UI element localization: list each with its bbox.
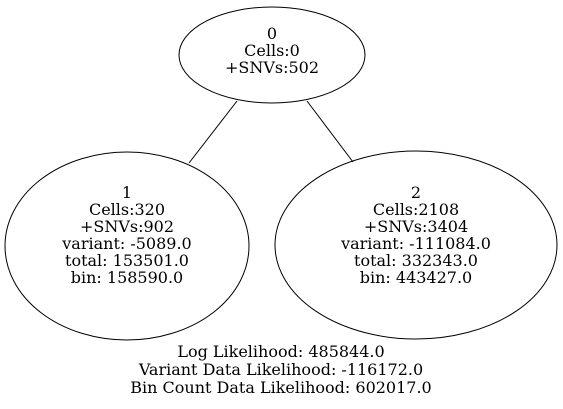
node-1-ellipse: [4, 151, 250, 341]
log-likelihood-text: Log Likelihood: 485844.0: [177, 342, 384, 361]
node-0-label: 0: [267, 24, 277, 43]
node-0-snvs: +SNVs:502: [225, 58, 319, 77]
node-2-cells: Cells:2108: [373, 200, 459, 219]
tree-node-0: 0 Cells:0 +SNVs:502: [178, 6, 366, 104]
tree-node-1: 1 Cells:320 +SNVs:902 variant: -5089.0 t…: [4, 151, 250, 341]
edge-0-1: [188, 100, 238, 164]
node-2-variant: variant: -111084.0: [340, 234, 491, 253]
node-1-bin: bin: 158590.0: [71, 268, 183, 287]
node-2-label: 2: [411, 183, 421, 202]
likelihood-summary: Log Likelihood: 485844.0 Variant Data Li…: [130, 342, 431, 397]
node-0-ellipse: [178, 6, 366, 104]
node-1-total: total: 153501.0: [65, 251, 189, 270]
node-0-cells: Cells:0: [244, 41, 300, 60]
variant-likelihood-text: Variant Data Likelihood: -116172.0: [138, 360, 423, 379]
bin-count-likelihood-text: Bin Count Data Likelihood: 602017.0: [130, 378, 431, 397]
node-2-ellipse: [274, 150, 558, 340]
node-2-snvs: +SNVs:3404: [364, 217, 468, 236]
node-1-cells: Cells:320: [89, 200, 165, 219]
node-1-label: 1: [122, 183, 132, 202]
node-2-bin: bin: 443427.0: [360, 268, 472, 287]
node-1-variant: variant: -5089.0: [61, 234, 191, 253]
node-1-snvs: +SNVs:902: [80, 217, 174, 236]
node-2-total: total: 332343.0: [354, 251, 478, 270]
tree-node-2: 2 Cells:2108 +SNVs:3404 variant: -111084…: [274, 150, 558, 340]
edge-0-2: [306, 100, 354, 163]
